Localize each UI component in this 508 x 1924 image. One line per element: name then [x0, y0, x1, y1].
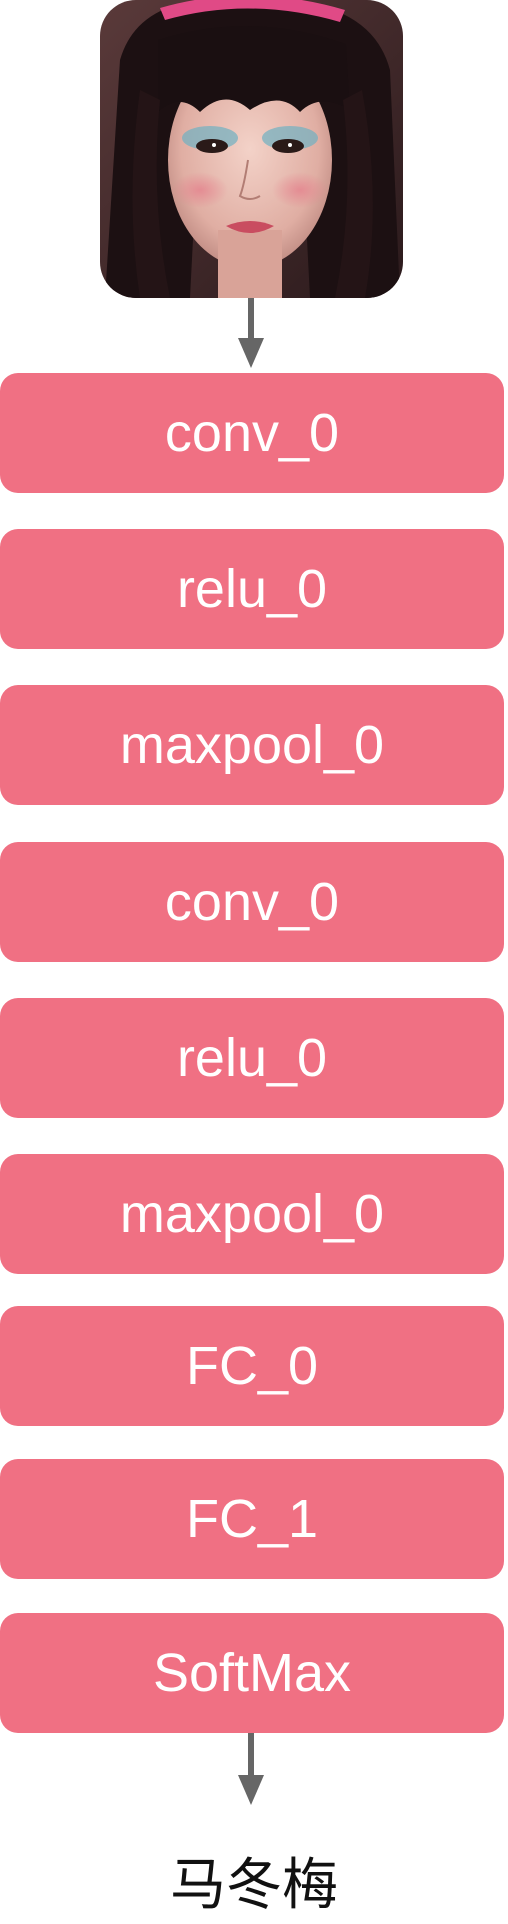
layer-softmax: SoftMax	[0, 1613, 504, 1733]
arrow-down-icon	[236, 298, 266, 368]
layer-fc-0: FC_0	[0, 1306, 504, 1426]
input-photo	[100, 0, 403, 298]
layer-label: conv_0	[164, 403, 340, 463]
layer-relu-0-first: relu_0	[0, 529, 504, 649]
layer-conv-0-second: conv_0	[0, 842, 504, 962]
layer-label: FC_0	[185, 1336, 319, 1396]
layer-label: relu_0	[176, 559, 328, 619]
layer-label: SoftMax	[152, 1643, 352, 1703]
layer-maxpool-0-first: maxpool_0	[0, 685, 504, 805]
layer-label: maxpool_0	[119, 715, 385, 775]
portrait-image	[100, 0, 403, 298]
layer-conv-0-first: conv_0	[0, 373, 504, 493]
layer-label: FC_1	[185, 1489, 319, 1549]
output-label: 马冬梅	[170, 1853, 338, 1918]
layer-label: maxpool_0	[119, 1184, 385, 1244]
layer-relu-0-second: relu_0	[0, 998, 504, 1118]
layer-maxpool-0-second: maxpool_0	[0, 1154, 504, 1274]
layer-label: conv_0	[164, 872, 340, 932]
layer-fc-1: FC_1	[0, 1459, 504, 1579]
arrow-down-icon	[236, 1733, 266, 1805]
layer-label: relu_0	[176, 1028, 328, 1088]
